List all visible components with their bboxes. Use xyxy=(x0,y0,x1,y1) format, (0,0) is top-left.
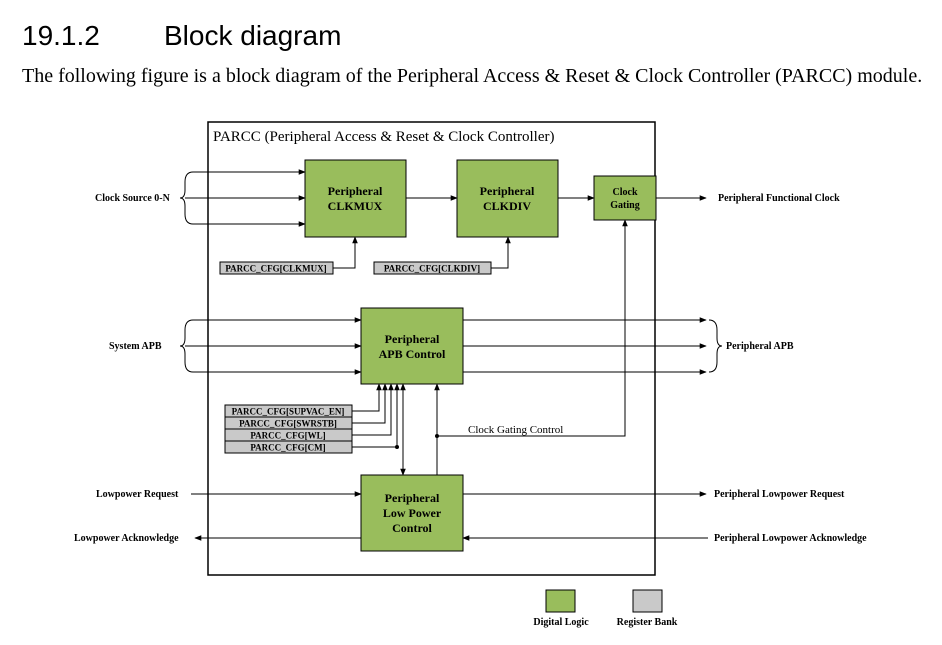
reg-supvac-en: PARCC_CFG[SUPVAC_EN] xyxy=(224,404,353,418)
reg-to-apb-connectors xyxy=(352,383,406,476)
section-number: 19.1.2 xyxy=(22,20,100,51)
lowpower-label-3: Control xyxy=(392,521,432,535)
reg-cm: PARCC_CFG[CM] xyxy=(224,440,353,454)
reg-clkmux: PARCC_CFG[CLKMUX] xyxy=(219,261,334,275)
svg-text:PARCC_CFG[CLKDIV]: PARCC_CFG[CLKDIV] xyxy=(384,264,480,274)
clkmux-label-1: Peripheral xyxy=(328,184,383,198)
section-title: Block diagram xyxy=(164,20,342,51)
lowpower-label-1: Peripheral xyxy=(385,491,440,505)
gating-label-1: Clock xyxy=(613,187,638,198)
label-lowpower-ack: Lowpower Acknowledge xyxy=(74,533,179,544)
apb-label-2: APB Control xyxy=(379,347,446,361)
legend-digital-label: Digital Logic xyxy=(533,617,589,628)
apb-control-block: Peripheral APB Control xyxy=(360,307,464,385)
svg-text:PARCC_CFG[CLKMUX]: PARCC_CFG[CLKMUX] xyxy=(225,264,326,274)
label-clock-source: Clock Source 0-N xyxy=(95,193,171,204)
svg-text:PARCC_CFG[CM]: PARCC_CFG[CM] xyxy=(250,443,325,453)
system-apb-connectors xyxy=(179,317,362,375)
gating-label-2: Gating xyxy=(610,200,639,211)
clock-gating-control-connectors xyxy=(434,219,628,475)
clkdiv-block: Peripheral CLKDIV xyxy=(456,159,559,238)
apb-label-1: Peripheral xyxy=(385,332,440,346)
parcc-container xyxy=(207,121,656,576)
legend-register-label: Register Bank xyxy=(617,617,678,628)
label-system-apb: System APB xyxy=(109,341,162,352)
clkmux-block: Peripheral CLKMUX xyxy=(304,159,407,238)
label-peripheral-apb: Peripheral APB xyxy=(726,341,794,352)
clock-source-connectors xyxy=(179,169,306,227)
intro-paragraph: The following figure is a block diagram … xyxy=(22,65,923,87)
clkdiv-label-1: Peripheral xyxy=(480,184,535,198)
low-power-block: Peripheral Low Power Control xyxy=(360,474,464,552)
label-lowpower-request: Lowpower Request xyxy=(96,489,179,500)
label-clock-gating-control: Clock Gating Control xyxy=(468,424,563,436)
arrow-reg-clkdiv xyxy=(491,236,511,269)
svg-text:PARCC_CFG[SUPVAC_EN]: PARCC_CFG[SUPVAC_EN] xyxy=(232,407,345,417)
reg-wl: PARCC_CFG[WL] xyxy=(224,428,353,442)
clock-gating-block: Clock Gating xyxy=(593,175,657,221)
section-heading: 19.1.2 Block diagram xyxy=(22,20,341,52)
label-functional-clock: Peripheral Functional Clock xyxy=(718,193,840,204)
svg-text:PARCC_CFG[SWRSTB]: PARCC_CFG[SWRSTB] xyxy=(239,419,337,429)
legend: Digital Logic Register Bank xyxy=(533,589,678,628)
reg-swrstb: PARCC_CFG[SWRSTB] xyxy=(224,416,353,430)
svg-text:PARCC_CFG[WL]: PARCC_CFG[WL] xyxy=(250,431,325,441)
container-title: PARCC (Peripheral Access & Reset & Clock… xyxy=(213,129,555,145)
clkmux-label-2: CLKMUX xyxy=(328,199,383,213)
legend-register-swatch xyxy=(632,589,663,613)
legend-digital-swatch xyxy=(545,589,576,613)
clkdiv-label-2: CLKDIV xyxy=(483,199,531,213)
arrow-reg-clkmux xyxy=(333,236,358,269)
lowpower-label-2: Low Power xyxy=(383,506,442,520)
label-peripheral-lowpower-ack: Peripheral Lowpower Acknowledge xyxy=(714,533,867,544)
peripheral-apb-connectors xyxy=(463,317,723,375)
label-peripheral-lowpower-request: Peripheral Lowpower Request xyxy=(714,489,845,500)
reg-clkdiv: PARCC_CFG[CLKDIV] xyxy=(373,261,492,275)
